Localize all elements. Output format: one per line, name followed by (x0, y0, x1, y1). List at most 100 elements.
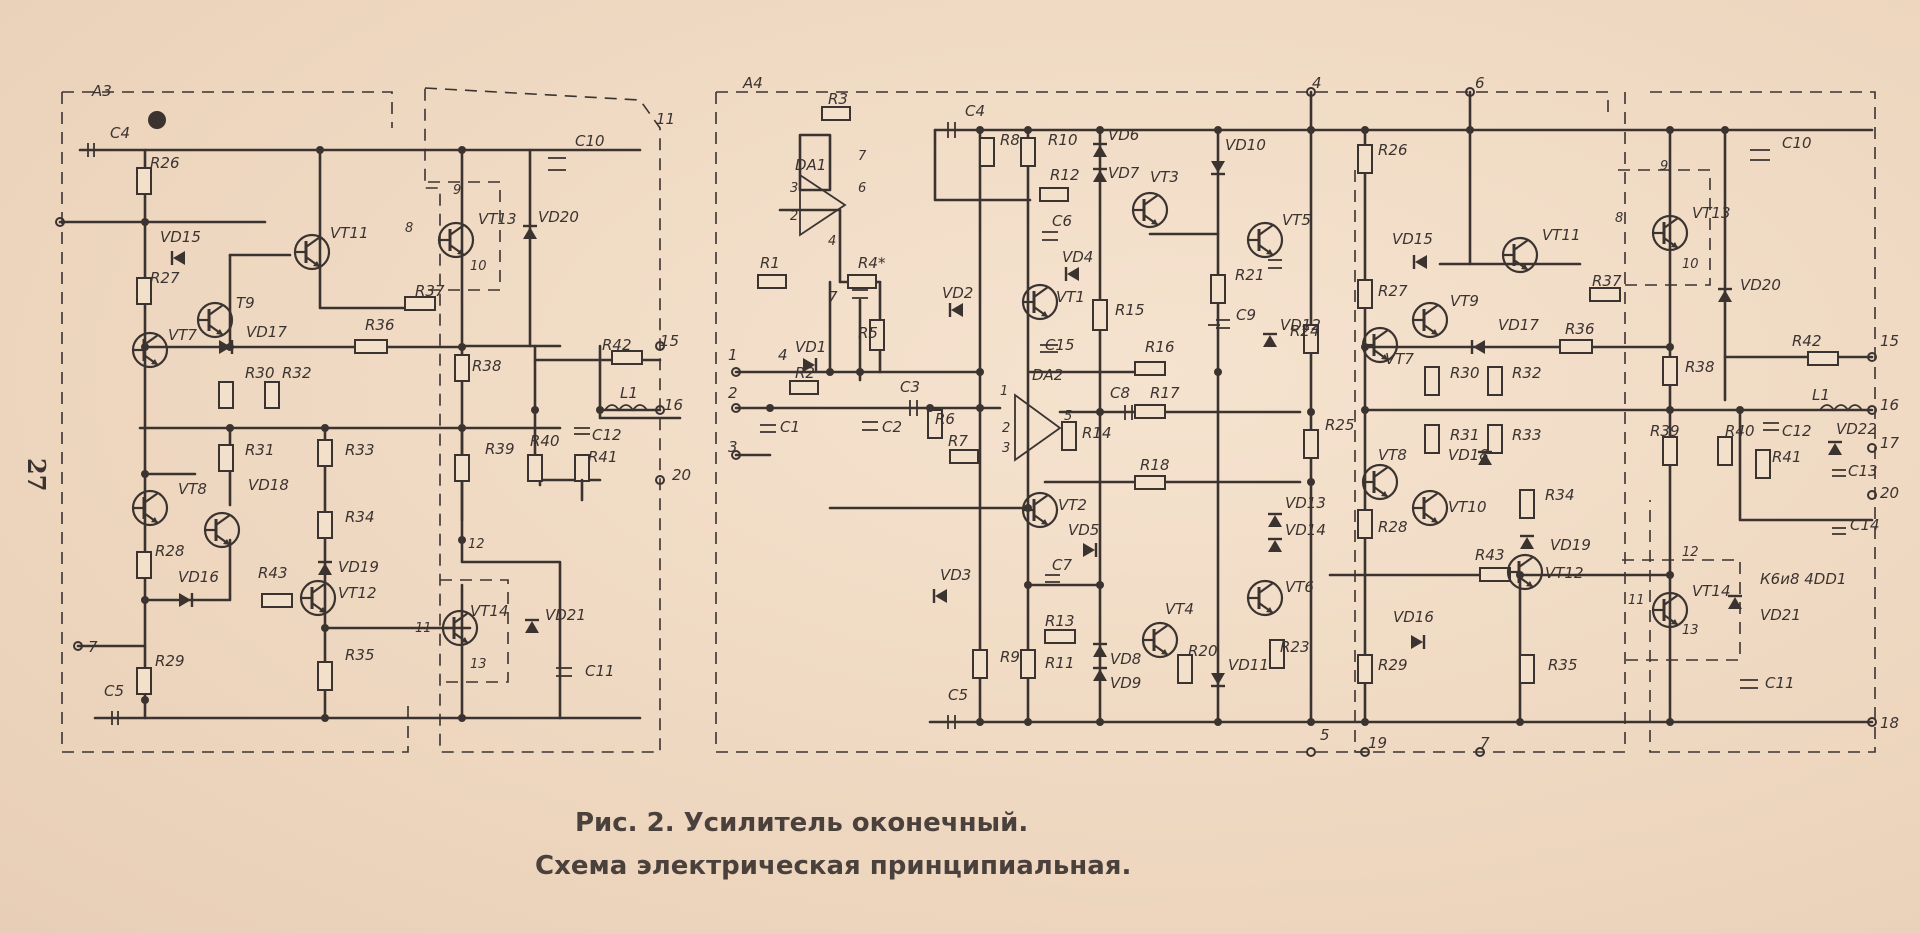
a4-da1-pin2: 2 (790, 209, 798, 224)
a3-r34-label: R34 (345, 508, 375, 526)
a4-r24 (1303, 324, 1319, 354)
a4-outline (715, 91, 1609, 753)
a4-r43 (1479, 567, 1511, 582)
a3-r43-label: R43 (258, 564, 288, 582)
a3-r40-label: R40 (530, 432, 560, 450)
a4-r5 (869, 319, 885, 351)
a4-r38-label: R38 (1685, 358, 1715, 376)
a3-r38-label: R38 (472, 357, 502, 375)
a3-r29 (136, 667, 152, 695)
a4-r33-label: R33 (1512, 426, 1542, 444)
a3-r26 (136, 167, 152, 195)
a4-da1-pin7: 7 (858, 149, 867, 164)
a4-pin-4: 4 (778, 346, 788, 364)
a4-r25-label: R25 (1325, 416, 1355, 434)
a3-vt13-label: VT13 (478, 210, 517, 228)
a3-r40 (527, 454, 543, 482)
a4-vd12-label: VD12 (1280, 316, 1321, 334)
a4-r1-label: R1 (760, 254, 780, 272)
a4-vd22-label: VD22 (1836, 420, 1877, 438)
a4-pin-11: 11 (1628, 593, 1645, 608)
a4-r28-label: R28 (1378, 518, 1408, 536)
a4-r36-label: R36 (1565, 320, 1595, 338)
a3-r39 (454, 454, 470, 482)
a4-r6-label: R6 (935, 410, 955, 428)
a3-ext-pin: 11 (656, 110, 675, 128)
a4-kbus-note: К6и8 4DD1 (1760, 570, 1846, 588)
a3-r38 (454, 354, 470, 382)
a4-da1-label: DA1 (795, 156, 826, 174)
a4-r42 (1807, 351, 1839, 366)
a3-r33 (317, 439, 333, 467)
a3-t9-label: T9 (236, 294, 255, 312)
a4-r40-label: R40 (1725, 422, 1755, 440)
a4-r16-label: R16 (1145, 338, 1175, 356)
a3-vt11-label: VT11 (330, 224, 369, 242)
a4-c1-label: C1 (780, 418, 800, 436)
a3-outline-left (61, 91, 409, 753)
a3-vd15-label: VD15 (160, 228, 201, 246)
a4-r24-label: R24 (1290, 322, 1320, 340)
a3-c12-label: C12 (592, 426, 622, 444)
a4-da1-pin4: 4 (828, 234, 836, 249)
a4-r7 (949, 449, 979, 464)
a4-r27 (1357, 279, 1373, 309)
a4-r26-label: R26 (1378, 141, 1408, 159)
a4-vd2-label: VD2 (942, 284, 973, 302)
a4-pin-9: 9 (1660, 159, 1668, 174)
a4-vd11-label: VD11 (1228, 656, 1269, 674)
a4-r11-label: R11 (1045, 654, 1075, 672)
a3-pin-7: 7 (88, 638, 98, 656)
a3-r35 (317, 661, 333, 691)
a4-r12 (1039, 187, 1069, 202)
a4-c9-label: C9 (1236, 306, 1256, 324)
a4-vd10-label: VD10 (1225, 136, 1266, 154)
a4-vd18-label: VD18 (1448, 446, 1489, 464)
a4-c12-label: C12 (1782, 422, 1812, 440)
a3-r42-label: R42 (602, 336, 632, 354)
a3-r30 (218, 381, 234, 409)
a3-r42 (611, 350, 643, 365)
board-a4: A4 DA1 (715, 74, 1900, 757)
a3-r27-label: R27 (150, 269, 180, 287)
a4-r31-label: R31 (1450, 426, 1480, 444)
a4-da2-pin3: 3 (1002, 441, 1010, 456)
a4-r17 (1134, 404, 1166, 419)
a4-r31 (1424, 424, 1440, 454)
a3-r31 (218, 444, 234, 472)
a4-r38 (1662, 356, 1678, 386)
a4-r2 (789, 380, 819, 395)
a4-da1-pin6: 6 (858, 181, 866, 196)
a3-r29-label: R29 (155, 652, 185, 670)
a4-r25 (1303, 429, 1319, 459)
a4-pin-15: 15 (1880, 332, 1899, 350)
a4-r32 (1487, 366, 1503, 396)
a4-vd9-label: VD9 (1110, 674, 1141, 692)
a3-r35-label: R35 (345, 646, 375, 664)
a4-r29-label: R29 (1378, 656, 1408, 674)
a4-l1-label: L1 (1812, 386, 1830, 404)
a3-vt14-label: VT14 (470, 602, 509, 620)
a4-vd7-label: VD7 (1108, 164, 1140, 182)
a4-vt3-label: VT3 (1150, 168, 1179, 186)
a4-r23-label: R23 (1280, 638, 1310, 656)
a3-vt7-label: VT7 (168, 326, 197, 344)
a3-vd19-label: VD19 (338, 558, 379, 576)
a4-c8-label: C8 (1110, 384, 1130, 402)
a4-r18 (1134, 475, 1166, 490)
a4-r28 (1357, 509, 1373, 539)
a4-r39-label: R39 (1650, 422, 1680, 440)
a4-r8 (979, 137, 995, 167)
a4-r29 (1357, 654, 1373, 684)
a4-r8-label: R8 (1000, 131, 1020, 149)
a4-c10-label: C10 (1782, 134, 1812, 152)
a4-vd1-label: VD1 (795, 338, 826, 356)
a4-r42-label: R42 (1792, 332, 1822, 350)
a4-r14 (1061, 421, 1077, 451)
a3-r31-label: R31 (245, 441, 275, 459)
a4-r9-label: R9 (1000, 648, 1020, 666)
a4-c7-label: C7 (1052, 556, 1072, 574)
a4-vt4-label: VT4 (1165, 600, 1194, 618)
a4-r17-label: R17 (1150, 384, 1180, 402)
